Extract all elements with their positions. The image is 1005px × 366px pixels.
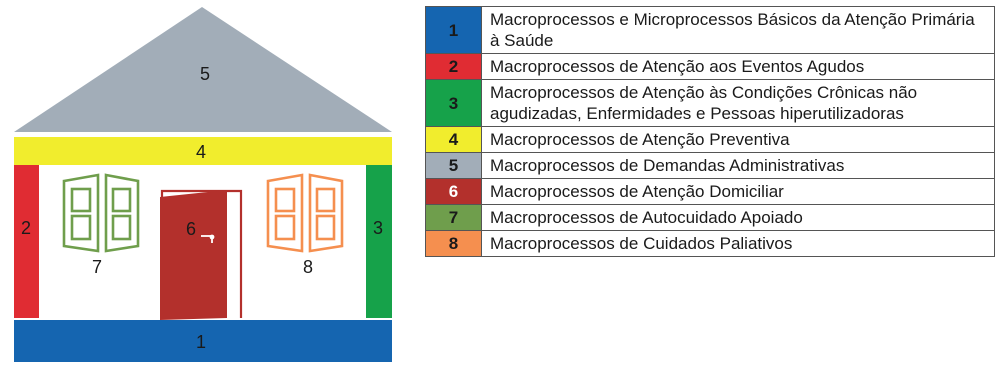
floor-section	[14, 320, 392, 362]
left-wall-label: 2	[21, 218, 31, 238]
left-window-icon	[62, 173, 140, 253]
legend-number: 4	[425, 126, 482, 153]
roof-section	[14, 7, 392, 132]
legend-row: 2 Macroprocessos de Atenção aos Eventos …	[425, 53, 995, 80]
beam-section	[14, 137, 392, 165]
legend-text: Macroprocessos de Autocuidado Apoiado	[481, 204, 995, 231]
roof-label: 5	[200, 64, 210, 84]
legend-row: 5 Macroprocessos de Demandas Administrat…	[425, 152, 995, 179]
legend-number: 6	[425, 178, 482, 205]
door-icon	[160, 189, 243, 320]
legend-number: 5	[425, 152, 482, 179]
legend-table: 1 Macroprocessos e Microprocessos Básico…	[425, 6, 995, 257]
legend-row: 7 Macroprocessos de Autocuidado Apoiado	[425, 204, 995, 231]
legend-text: Macroprocessos de Atenção Preventiva	[481, 126, 995, 153]
legend-number: 3	[425, 79, 482, 127]
legend-number: 1	[425, 6, 482, 54]
legend-text: Macroprocessos de Atenção aos Eventos Ag…	[481, 53, 995, 80]
left-window-label: 7	[92, 257, 102, 277]
legend-number: 8	[425, 230, 482, 257]
legend-text: Macroprocessos de Atenção Domiciliar	[481, 178, 995, 205]
right-wall-label: 3	[373, 218, 383, 238]
legend-text: Macroprocessos de Atenção às Condições C…	[481, 79, 995, 127]
legend-text: Macroprocessos e Microprocessos Básicos …	[481, 6, 995, 54]
legend-row: 8 Macroprocessos de Cuidados Paliativos	[425, 230, 995, 257]
legend-number: 7	[425, 204, 482, 231]
right-window-label: 8	[303, 257, 313, 277]
legend-row: 4 Macroprocessos de Atenção Preventiva	[425, 126, 995, 153]
legend-text: Macroprocessos de Demandas Administrativ…	[481, 152, 995, 179]
legend-row: 6 Macroprocessos de Atenção Domiciliar	[425, 178, 995, 205]
house-diagram: 5 4 2 3 7 6 8 1	[14, 7, 392, 362]
legend-text: Macroprocessos de Cuidados Paliativos	[481, 230, 995, 257]
legend-number: 2	[425, 53, 482, 80]
beam-label: 4	[196, 142, 206, 162]
left-wall-section	[14, 165, 39, 318]
right-window-icon	[266, 173, 344, 253]
legend-row: 3 Macroprocessos de Atenção às Condições…	[425, 79, 995, 127]
right-wall-section	[366, 165, 392, 318]
legend-row: 1 Macroprocessos e Microprocessos Básico…	[425, 6, 995, 54]
floor-label: 1	[196, 332, 206, 352]
door-label: 6	[186, 219, 196, 239]
